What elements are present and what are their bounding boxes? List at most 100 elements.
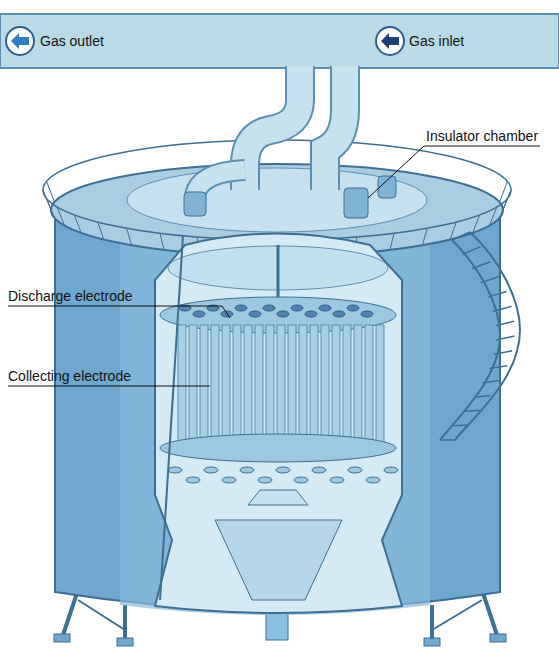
part-label: Gas inlet [409,33,464,49]
brace [78,600,125,630]
stair-step [496,321,515,326]
leg [482,590,498,638]
outlet-icon [6,27,34,55]
pipe-outline [245,66,300,190]
collecting-tube [299,325,307,445]
gas-duct [0,14,559,68]
insulator-chamber [378,176,396,198]
collecting-tube [376,325,384,445]
pipe [245,66,300,190]
part-label: Collecting electrode [8,368,131,384]
part-label: Insulator chamber [426,128,538,144]
inlet-icon [376,27,404,55]
rail-post [57,207,65,226]
rail-post [390,233,394,250]
collecting-tube [277,325,285,445]
leg [62,590,78,638]
foot [117,638,133,646]
nozzle [384,467,398,473]
collecting-tube [266,325,274,445]
collecting-tube [332,325,340,445]
stair-steps [440,232,515,440]
collecting-tube [354,325,362,445]
stair-step [488,291,507,297]
stair-step [472,262,490,269]
cutaway-interior [155,234,402,614]
nozzle [312,467,326,473]
discharge-electrode-top [361,311,373,317]
nozzle [366,477,380,483]
leg [123,605,127,642]
nozzle [348,467,362,473]
nozzle [168,467,182,473]
rail-post [98,222,104,239]
foot [54,634,70,642]
rail-post [450,222,456,239]
discharge-electrode-top [347,305,359,311]
stair-step [496,336,515,340]
foot [424,638,440,646]
rail-post [160,233,164,250]
rail-post [503,190,511,210]
rail-post [422,228,427,245]
nozzle [222,477,236,483]
stair-rail [455,232,520,440]
collecting-tube [365,325,373,445]
outlet-arrow [11,33,29,49]
discharge-electrode-top [249,311,261,317]
leg [430,605,434,642]
collecting-tube [178,325,186,445]
electrode-tops [179,305,373,317]
discharge-electrode-top [305,311,317,317]
pipes [195,66,345,195]
discharge-electrode-top [291,305,303,311]
stair-step [483,381,500,383]
part-label: Gas outlet [40,33,104,49]
nozzle [294,477,308,483]
shell-highlight [120,215,430,615]
collecting-tube [310,325,318,445]
collecting-tube [189,325,197,445]
collecting-tube [255,325,263,445]
rail-post [74,215,81,233]
stair-step [494,351,512,354]
leader-line [8,386,210,387]
stair-step [481,277,500,283]
rail-post [127,228,132,245]
rail-post [43,190,51,210]
stair-step [493,306,512,311]
top-dome [127,168,427,232]
rail-post [489,207,497,226]
insulator-chamber [184,192,206,216]
nozzle [276,467,290,473]
pipe [195,170,245,195]
discharge-electrode-top [193,311,205,317]
leader-lines [8,146,540,386]
collecting-tubes [178,325,384,445]
stair-step [452,424,468,426]
part-label: Discharge electrode [8,288,133,304]
stair-rail [440,240,500,440]
side-pipe [160,235,183,600]
discharge-electrode-top [319,305,331,311]
brace [432,600,482,630]
nozzle [240,467,254,473]
collecting-tube [200,325,208,445]
discharge-electrode-top [277,311,289,317]
rail-post [47,181,55,202]
discharge-electrode-top [235,305,247,311]
collecting-tube [288,325,296,445]
stair-step [489,366,507,369]
stair-step [462,247,480,254]
lower-frame [160,434,396,462]
collecting-tube [343,325,351,445]
collecting-tube [321,325,329,445]
stair-step [452,232,470,240]
discharge-electrode-top [333,311,345,317]
foot [490,634,506,642]
pipe-outline [325,66,345,190]
insulator-chambers [184,176,396,218]
leader-line [8,306,230,318]
